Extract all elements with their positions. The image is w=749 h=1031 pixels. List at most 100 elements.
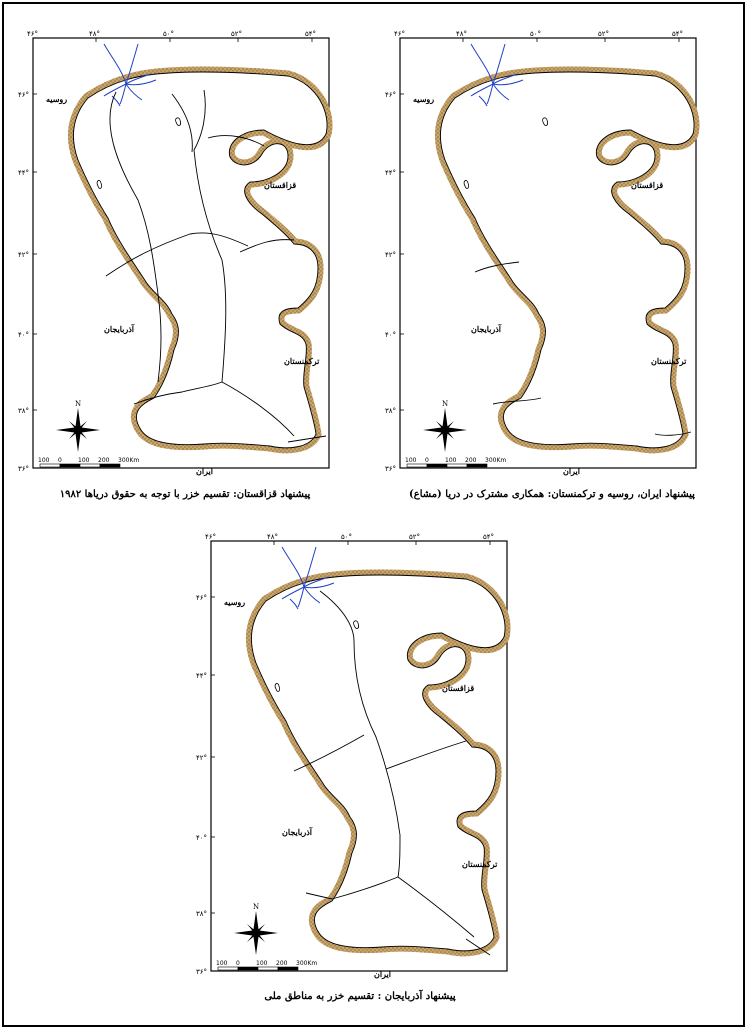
map-caption: پیشنهاد قزاقستان: تقسیم خزر با توجه به ح… <box>59 489 311 500</box>
scale-bar-label: 200 <box>276 960 288 967</box>
volga-delta-rivers <box>281 546 335 610</box>
latitude-tick-label: ۴۰° <box>385 331 396 339</box>
boundary-line <box>492 397 542 405</box>
river <box>281 586 305 600</box>
river <box>303 546 317 588</box>
longitude-tick-label: ۵۴° <box>672 30 683 38</box>
caspian-map: ۴۶°۴۸°۵۰°۵۲°۵۴°۴۶°۴۴°۴۲°۴۰°۳۸°۳۶°روسیهقز… <box>196 533 511 980</box>
river <box>470 43 494 85</box>
island <box>175 117 181 126</box>
scale-bar-label: 200 <box>98 457 110 464</box>
sea-area <box>440 71 695 449</box>
river <box>103 83 127 97</box>
boundary-line <box>221 381 295 437</box>
country-label-russia: روسیه <box>46 94 67 105</box>
map-caption: پیشنهاد ایران، روسیه و ترکمنستان: همکاری… <box>409 489 695 500</box>
country-label-turkmenistan: ترکمنستان <box>462 859 498 870</box>
longitude-tick-label: ۵۰° <box>341 533 352 541</box>
country-label-turkmenistan: ترکمنستان <box>651 356 687 367</box>
latitude-tick-label: ۴۰° <box>18 331 29 339</box>
boundary-line <box>171 93 193 153</box>
latitude-tick-label: ۴۶° <box>18 91 29 99</box>
longitude-tick-label: ۴۸° <box>89 30 100 38</box>
caspian-map: ۴۶°۴۸°۵۰°۵۲°۵۴°۴۶°۴۴°۴۲°۴۰°۳۸°۳۶°روسیهقز… <box>18 30 333 477</box>
longitude-tick-label: ۴۶° <box>27 30 38 38</box>
river <box>119 83 127 105</box>
boundary-line <box>293 734 365 772</box>
river <box>492 83 510 101</box>
river <box>125 73 151 85</box>
river <box>111 95 121 107</box>
longitude-tick-label: ۵۰° <box>163 30 174 38</box>
caspian-sea <box>434 43 700 454</box>
caspian-map: ۴۶°۴۸°۵۰°۵۲°۵۴°۴۶°۴۴°۴۲°۴۰°۳۸°۳۶°روسیهقز… <box>385 30 700 477</box>
map-caption: پیشنهاد آذربایجان : تقسیم خزر به مناطق م… <box>264 991 456 1002</box>
boundary-line <box>319 590 355 642</box>
sector-boundaries <box>293 590 491 956</box>
latitude-tick-label: ۳۶° <box>196 968 207 976</box>
longitude-tick-label: ۴۶° <box>205 533 216 541</box>
latitude-tick-label: ۴۲° <box>18 251 29 259</box>
river <box>125 79 157 86</box>
scale-bar-label: 0 <box>58 457 62 464</box>
latitude-tick-label: ۳۸° <box>385 407 396 415</box>
north-arrow-compass-icon <box>234 911 278 955</box>
scale-bar <box>406 463 488 468</box>
scale-bar <box>217 966 299 971</box>
boundary-line <box>397 876 475 938</box>
boundary-line <box>207 135 265 147</box>
boundary-line <box>133 381 223 405</box>
boundary-line <box>193 89 227 383</box>
river <box>281 546 305 588</box>
river <box>470 83 494 97</box>
river <box>125 43 139 85</box>
sector-boundaries <box>105 89 327 443</box>
river <box>289 598 299 610</box>
scale-bar-label: 0 <box>425 457 429 464</box>
river <box>303 582 335 589</box>
latitude-tick-label: ۴۲° <box>385 251 396 259</box>
latitude-tick-label: ۴۲° <box>196 754 207 762</box>
river <box>492 79 524 86</box>
river <box>478 95 488 107</box>
longitude-tick-label: ۵۴° <box>305 30 316 38</box>
latitude-tick-label: ۴۴° <box>18 169 29 177</box>
boundary-line <box>305 876 399 900</box>
latitude-tick-label: ۳۸° <box>18 407 29 415</box>
scale-bar <box>39 463 121 468</box>
river <box>103 43 127 85</box>
boundary-line <box>239 239 295 253</box>
latitude-tick-label: ۴۴° <box>385 169 396 177</box>
longitude-tick-label: ۴۶° <box>394 30 405 38</box>
boundary-line <box>465 938 491 956</box>
country-label-iran: ایران <box>563 466 580 477</box>
river <box>303 586 321 604</box>
longitude-tick-label: ۵۴° <box>483 533 494 541</box>
river <box>125 83 143 101</box>
scale-bar-label: 200 <box>465 457 477 464</box>
scale-bar-label: 300Km <box>485 457 506 464</box>
sea-area <box>251 574 506 952</box>
island <box>542 117 548 126</box>
country-label-kazakhstan: قزاقستان <box>631 180 663 191</box>
latitude-tick-label: ۳۶° <box>385 465 396 473</box>
boundary-line <box>385 740 467 770</box>
boundary-line <box>109 91 162 383</box>
north-arrow-compass-icon <box>56 408 100 452</box>
compass-north-letter: N <box>75 400 81 408</box>
country-label-azerbaijan: آذربایجان <box>471 323 502 335</box>
longitude-tick-label: ۵۲° <box>409 533 420 541</box>
boundary-line <box>105 232 249 277</box>
river <box>492 73 518 85</box>
longitude-tick-label: ۵۲° <box>598 30 609 38</box>
river <box>486 83 494 105</box>
boundary-line <box>474 261 520 273</box>
volga-delta-rivers <box>470 43 524 107</box>
longitude-tick-label: ۴۸° <box>267 533 278 541</box>
longitude-tick-label: ۵۰° <box>530 30 541 38</box>
scale-bar-label: 300Km <box>118 457 139 464</box>
country-label-iran: ایران <box>196 466 213 477</box>
